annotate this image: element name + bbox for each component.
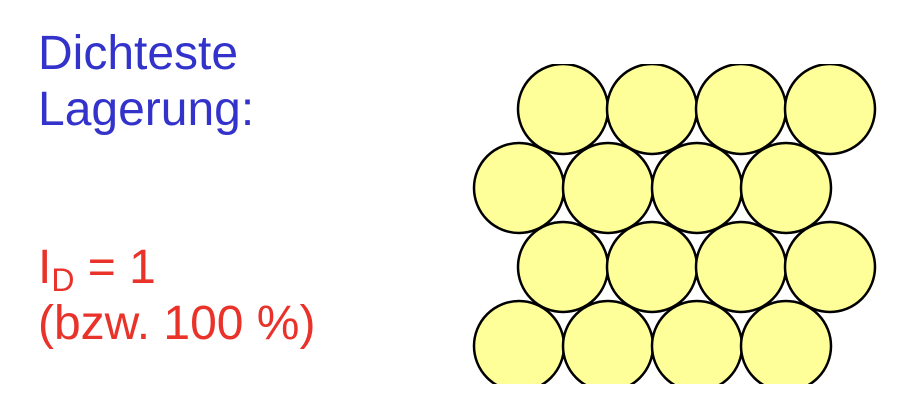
heading-line-1: Dichteste: [38, 27, 239, 80]
sphere: [650, 141, 744, 235]
heading: Dichteste Lagerung:: [38, 26, 254, 138]
sphere: [650, 299, 744, 384]
density-index-percent: (bzw. 100 %): [38, 297, 316, 350]
sphere: [783, 220, 877, 314]
density-index-formula: ID = 1 (bzw. 100 %): [38, 240, 315, 352]
sphere: [516, 220, 610, 314]
dense-packing-diagram: [472, 64, 877, 384]
density-index-value: = 1: [74, 241, 156, 294]
sphere: [694, 220, 788, 314]
sphere: [739, 299, 833, 384]
heading-line-2: Lagerung:: [38, 83, 255, 136]
sphere: [516, 64, 610, 156]
sphere: [694, 64, 788, 156]
sphere: [739, 141, 833, 235]
sphere: [783, 64, 877, 156]
sphere: [561, 141, 655, 235]
sphere: [472, 141, 566, 235]
density-index-equation: ID = 1: [38, 240, 315, 296]
sphere: [561, 299, 655, 384]
density-index-symbol: I: [38, 241, 52, 294]
sphere: [605, 220, 699, 314]
sphere: [605, 64, 699, 156]
sphere: [472, 299, 566, 384]
density-index-subscript: D: [51, 262, 75, 298]
